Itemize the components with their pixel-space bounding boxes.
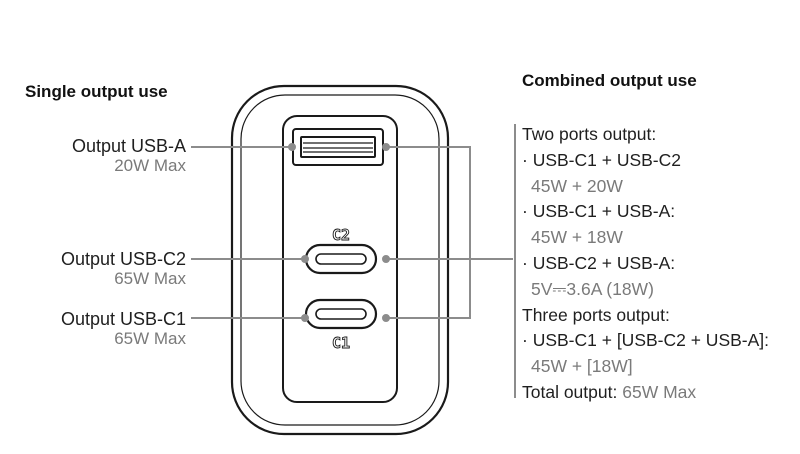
three-ports-title: Three ports output: [522, 304, 670, 325]
total-output-value: 65W Max [622, 381, 697, 402]
usb-a-power: 20W Max [114, 156, 186, 175]
usb-c1-port [304, 298, 378, 330]
combined-output-list: Two ports output: · USB-C1 + USB-C2 45W … [522, 122, 769, 406]
left-leader-lines [191, 143, 309, 322]
usb-c2-label-group: Output USB-C2 65W Max [61, 249, 186, 289]
single-output-heading: Single output use [25, 82, 168, 101]
usb-c2-name: Output USB-C2 [60, 249, 186, 269]
usb-c1-power: 65W Max [114, 329, 186, 348]
two-ports-combo-3: · USB-C2 + USB-A: [522, 252, 676, 273]
two-ports-combo-1: · USB-C1 + USB-C2 [522, 149, 681, 170]
two-ports-combo-2: · USB-C1 + USB-A: [522, 201, 676, 222]
c1-port-mark: C1 [332, 334, 350, 352]
two-ports-title: Two ports output: [522, 124, 657, 144]
usb-c1-name: Output USB-C1 [60, 309, 186, 329]
usb-c2-power: 65W Max [114, 269, 186, 288]
three-ports-combo-1: · USB-C1 + [USB-C2 + USB-A]: [522, 330, 770, 351]
right-leader-lines [382, 143, 513, 322]
combined-output-heading: Combined output use [522, 71, 697, 90]
usb-a-port [292, 128, 384, 166]
two-ports-power-3: 5V⎓3.6A (18W) [531, 278, 654, 299]
usb-c1-label-group: Output USB-C1 65W Max [61, 309, 186, 349]
two-ports-power-1: 45W + 20W [531, 175, 623, 196]
c2-port-mark: C2 [332, 226, 350, 244]
usb-a-label-group: Output USB-A 20W Max [72, 136, 186, 176]
three-ports-power-1: 45W + [18W] [531, 356, 633, 377]
two-ports-power-2: 45W + 18W [531, 227, 623, 248]
usb-a-name: Output USB-A [71, 136, 186, 156]
total-output-row: Total output: 65W Max [522, 380, 769, 406]
total-output-label: Total output: [522, 381, 618, 402]
usb-c2-port [304, 243, 378, 275]
